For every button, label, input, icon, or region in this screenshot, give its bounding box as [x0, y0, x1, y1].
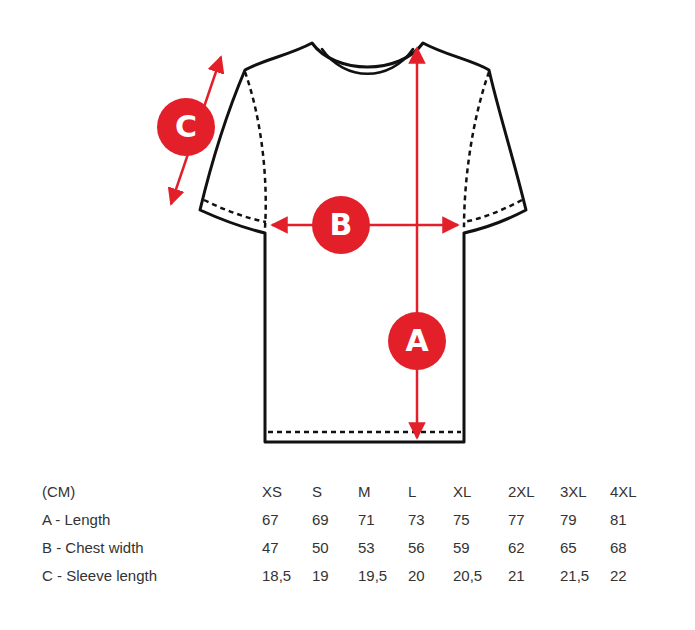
table-cell: 21,5 [560, 568, 589, 583]
seam-lines [204, 72, 522, 432]
table-cell: 62 [508, 540, 525, 555]
table-cell: 20 [408, 568, 425, 583]
dimension-arrows [171, 48, 458, 438]
dimension-callout: B [312, 196, 370, 254]
table-cell: 50 [312, 540, 329, 555]
dimension-callout: C [157, 98, 215, 156]
table-cell: 53 [358, 540, 375, 555]
table-cell: 19,5 [358, 568, 387, 583]
table-cell: 18,5 [262, 568, 291, 583]
table-cell: 47 [262, 540, 279, 555]
table-cell: 71 [358, 512, 375, 527]
table-cell: 79 [560, 512, 577, 527]
callout-letter: C [175, 112, 197, 142]
row-header: C - Sleeve length [42, 568, 157, 583]
table-cell: 21 [508, 568, 525, 583]
row-header: B - Chest width [42, 540, 144, 555]
table-cell: 20,5 [453, 568, 482, 583]
callout-letter: A [405, 326, 428, 356]
shirt-outline [200, 43, 526, 442]
table-cell: 75 [453, 512, 470, 527]
table-cell: 56 [408, 540, 425, 555]
size-header: L [408, 484, 416, 499]
table-cell: 65 [560, 540, 577, 555]
table-cell: 68 [610, 540, 627, 555]
row-header: (CM) [42, 484, 75, 499]
table-cell: 73 [408, 512, 425, 527]
size-header: 4XL [610, 484, 637, 499]
size-header: XL [453, 484, 471, 499]
size-header: 3XL [560, 484, 587, 499]
size-header: XS [262, 484, 282, 499]
size-header: S [312, 484, 322, 499]
table-cell: 22 [610, 568, 627, 583]
size-header: 2XL [508, 484, 535, 499]
size-header: M [358, 484, 371, 499]
callout-letter: B [330, 210, 353, 240]
table-cell: 19 [312, 568, 329, 583]
table-cell: 67 [262, 512, 279, 527]
dimension-callout: A [388, 312, 446, 370]
table-cell: 81 [610, 512, 627, 527]
row-header: A - Length [42, 512, 110, 527]
table-cell: 69 [312, 512, 329, 527]
table-cell: 77 [508, 512, 525, 527]
table-cell: 59 [453, 540, 470, 555]
